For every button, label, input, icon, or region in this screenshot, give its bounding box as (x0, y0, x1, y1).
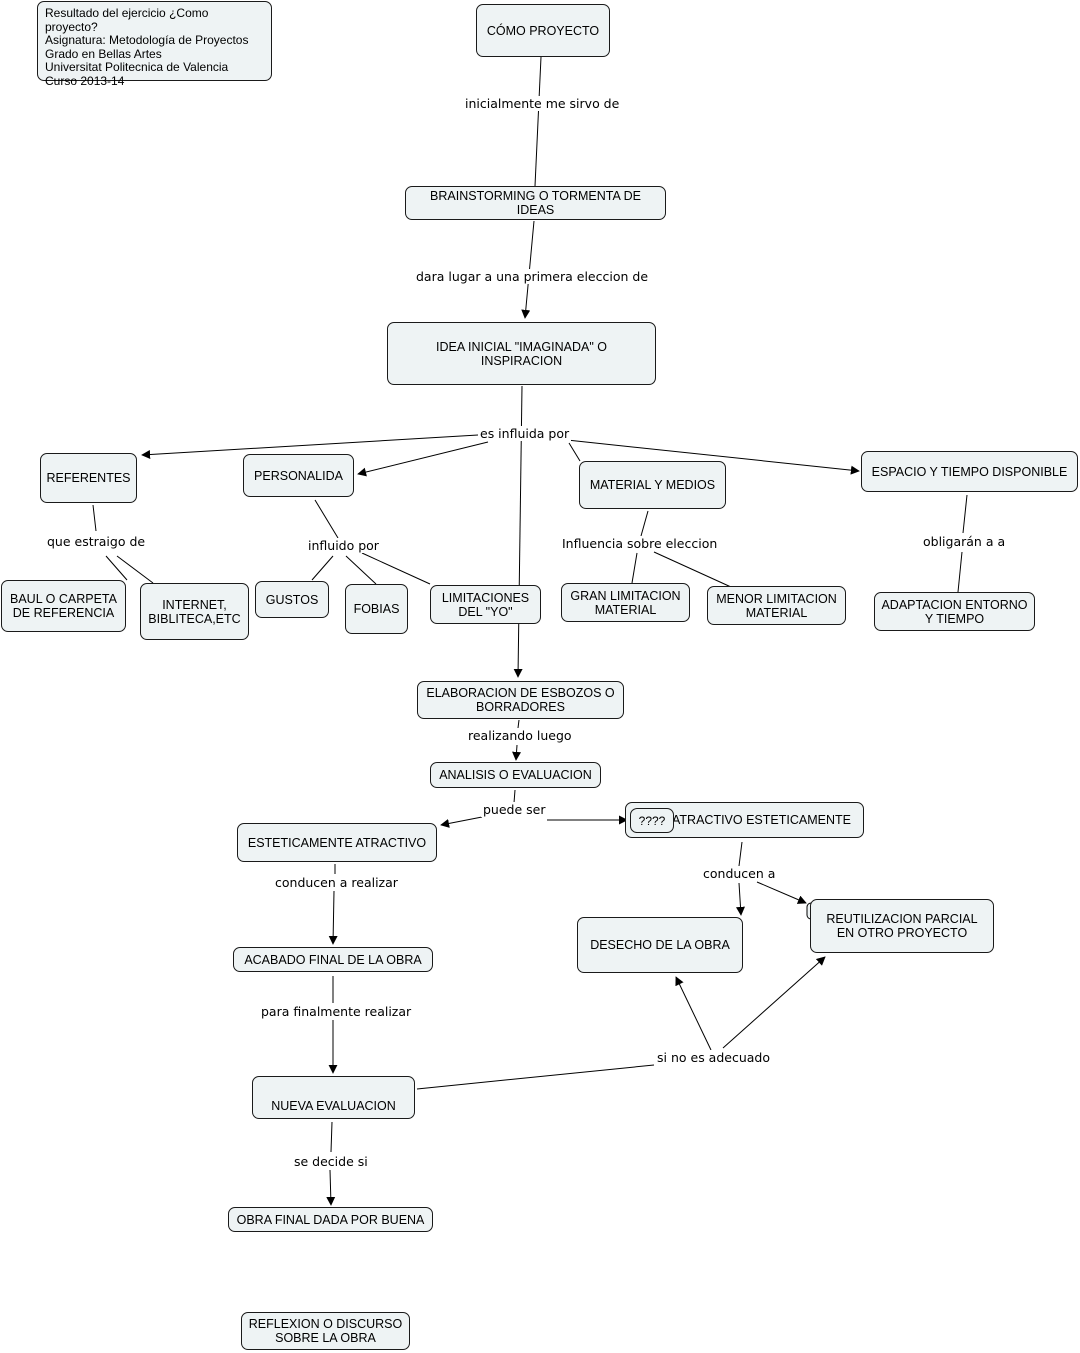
node-analisis[interactable]: ANALISIS O EVALUACION (430, 762, 601, 788)
connector (141, 434, 479, 460)
connector (314, 499, 339, 539)
connector (534, 56, 542, 187)
link-que-estraigo: que estraigo de (45, 534, 148, 549)
link-conducen-realizar: conducen a realizar (273, 875, 400, 890)
connector (566, 439, 860, 475)
connector (328, 890, 338, 945)
connector (722, 956, 826, 1049)
node-desecho[interactable]: DESECHO DE LA OBRA (577, 917, 743, 973)
node-label: REFERENTES (46, 471, 131, 485)
node-reutilizacion[interactable]: REUTILIZACION PARCIAL EN OTRO PROYECTO (810, 899, 994, 953)
node-acabado-final[interactable]: ACABADO FINAL DE LA OBRA (233, 947, 433, 972)
node-label: LIMITACIONES DEL "YO" (441, 590, 530, 619)
connector (736, 882, 745, 916)
node-label: FOBIAS (353, 602, 400, 616)
node-label: OBRA FINAL DADA POR BUENA (236, 1212, 425, 1227)
link-influencia: Influencia sobre eleccion (560, 536, 720, 551)
connector (631, 552, 638, 584)
node-label: ATRACTIVO ESTETICAMENTE (672, 813, 851, 827)
node-esteticamente-atractivo[interactable]: ESTETICAMENTE ATRACTIVO (237, 823, 437, 862)
connector (361, 552, 431, 585)
node-como-proyecto[interactable]: CÓMO PROYECTO (476, 4, 610, 57)
node-label: MENOR LIMITACION MATERIAL (716, 591, 837, 620)
node-label: ANALISIS O EVALUACION (439, 768, 592, 782)
connector (962, 494, 968, 534)
info-box-text: Resultado del ejercicio ¿Como proyecto? … (45, 6, 249, 88)
connector (653, 551, 732, 588)
connector (513, 789, 516, 804)
node-esbozos[interactable]: ELABORACION DE ESBOZOS O BORRADORES (417, 681, 624, 719)
node-idea-inicial[interactable]: IDEA INICIAL "IMAGINADA" O INSPIRACION (387, 322, 656, 385)
node-label: BAUL O CARPETA DE REFERENCIA (10, 592, 117, 620)
connector (311, 555, 334, 581)
link-para-finalmente: para finalmente realizar (259, 1004, 414, 1019)
node-nueva-evaluacion[interactable]: NUEVA EVALUACION (252, 1076, 415, 1119)
node-gustos[interactable]: GUSTOS (255, 581, 329, 618)
connector (675, 976, 712, 1051)
node-label: GUSTOS (265, 592, 319, 607)
link-influido-por: influido por (306, 538, 381, 553)
node-brainstorming[interactable]: BRAINSTORMING O TORMENTA DE IDEAS (405, 186, 666, 220)
node-internet[interactable]: INTERNET, BIBLITECA,ETC (140, 583, 249, 640)
connector (116, 555, 154, 584)
node-limitaciones-yo[interactable]: LIMITACIONES DEL "YO" (430, 585, 541, 624)
node-baul[interactable]: BAUL O CARPETA DE REFERENCIA (1, 580, 126, 632)
node-label: GRAN LIMITACION MATERIAL (570, 588, 681, 617)
connector (345, 555, 377, 585)
connector (512, 744, 522, 761)
connector (92, 504, 97, 532)
node-label: INTERNET, BIBLITECA,ETC (148, 597, 241, 626)
link-se-decide: se decide si (292, 1154, 370, 1169)
node-adaptacion[interactable]: ADAPTACION ENTORNO Y TIEMPO (874, 592, 1035, 631)
node-reflexion[interactable]: REFLEXION O DISCURSO SOBRE LA OBRA (241, 1312, 410, 1350)
connector (326, 1169, 336, 1206)
connector (357, 441, 489, 477)
connector (957, 551, 963, 593)
node-material-medios[interactable]: MATERIAL Y MEDIOS (579, 461, 726, 509)
node-gran-limitacion[interactable]: GRAN LIMITACION MATERIAL (561, 583, 690, 622)
link-si-no-adecuado: si no es adecuado (655, 1050, 773, 1065)
node-label: ADAPTACION ENTORNO Y TIEMPO (881, 597, 1028, 626)
node-personalida[interactable]: PERSONALIDA (243, 454, 354, 497)
node-espacio-tiempo[interactable]: ESPACIO Y TIEMPO DISPONIBLE (861, 451, 1078, 492)
connector (738, 841, 743, 867)
node-label: ACABADO FINAL DE LA OBRA (244, 952, 422, 967)
connector (330, 1121, 333, 1153)
node-label: PERSONALIDA (254, 468, 343, 483)
node-label: DESECHO DE LA OBRA (590, 938, 730, 952)
node-label: BRAINSTORMING O TORMENTA DE IDEAS (430, 189, 641, 217)
connector (640, 510, 649, 537)
node-label: REFLEXION O DISCURSO SOBRE LA OBRA (248, 1317, 403, 1345)
link-realizando: realizando luego (466, 728, 574, 743)
node-referentes[interactable]: REFERENTES (40, 453, 137, 503)
connector (568, 442, 581, 462)
node-obra-final[interactable]: OBRA FINAL DADA POR BUENA (228, 1207, 433, 1232)
node-label: CÓMO PROYECTO (486, 23, 600, 38)
node-label: ELABORACION DE ESBOZOS O BORRADORES (426, 686, 615, 714)
node-menor-limitacion[interactable]: MENOR LIMITACION MATERIAL (707, 586, 846, 625)
node-label: ESTETICAMENTE ATRACTIVO (247, 835, 427, 850)
link-obligaran: obligarán a a (921, 534, 1008, 549)
node-question-marks[interactable]: ???? (630, 808, 674, 833)
node-fobias[interactable]: FOBIAS (345, 584, 408, 634)
link-puede-ser: puede ser (481, 802, 548, 817)
link-conducen-a: conducen a (701, 866, 778, 881)
connector (756, 881, 807, 904)
node-label: ESPACIO Y TIEMPO DISPONIBLE (871, 464, 1068, 479)
node-label: NUEVA EVALUACION (271, 1099, 396, 1113)
connector (440, 816, 483, 828)
link-es-influida: es influida por (478, 426, 572, 441)
connector (517, 719, 520, 729)
node-label: REUTILIZACION PARCIAL EN OTRO PROYECTO (826, 912, 978, 940)
info-box: Resultado del ejercicio ¿Como proyecto? … (37, 1, 272, 88)
node-label: IDEA INICIAL "IMAGINADA" O INSPIRACION (436, 339, 607, 368)
connector (105, 555, 128, 581)
node-label: MATERIAL Y MEDIOS (589, 478, 716, 492)
node-label: ???? (638, 813, 666, 828)
link-inicialmente: inicialmente me sirvo de (463, 96, 622, 111)
link-dara-lugar: dara lugar a una primera eleccion de (414, 269, 651, 284)
connector (416, 1064, 655, 1090)
